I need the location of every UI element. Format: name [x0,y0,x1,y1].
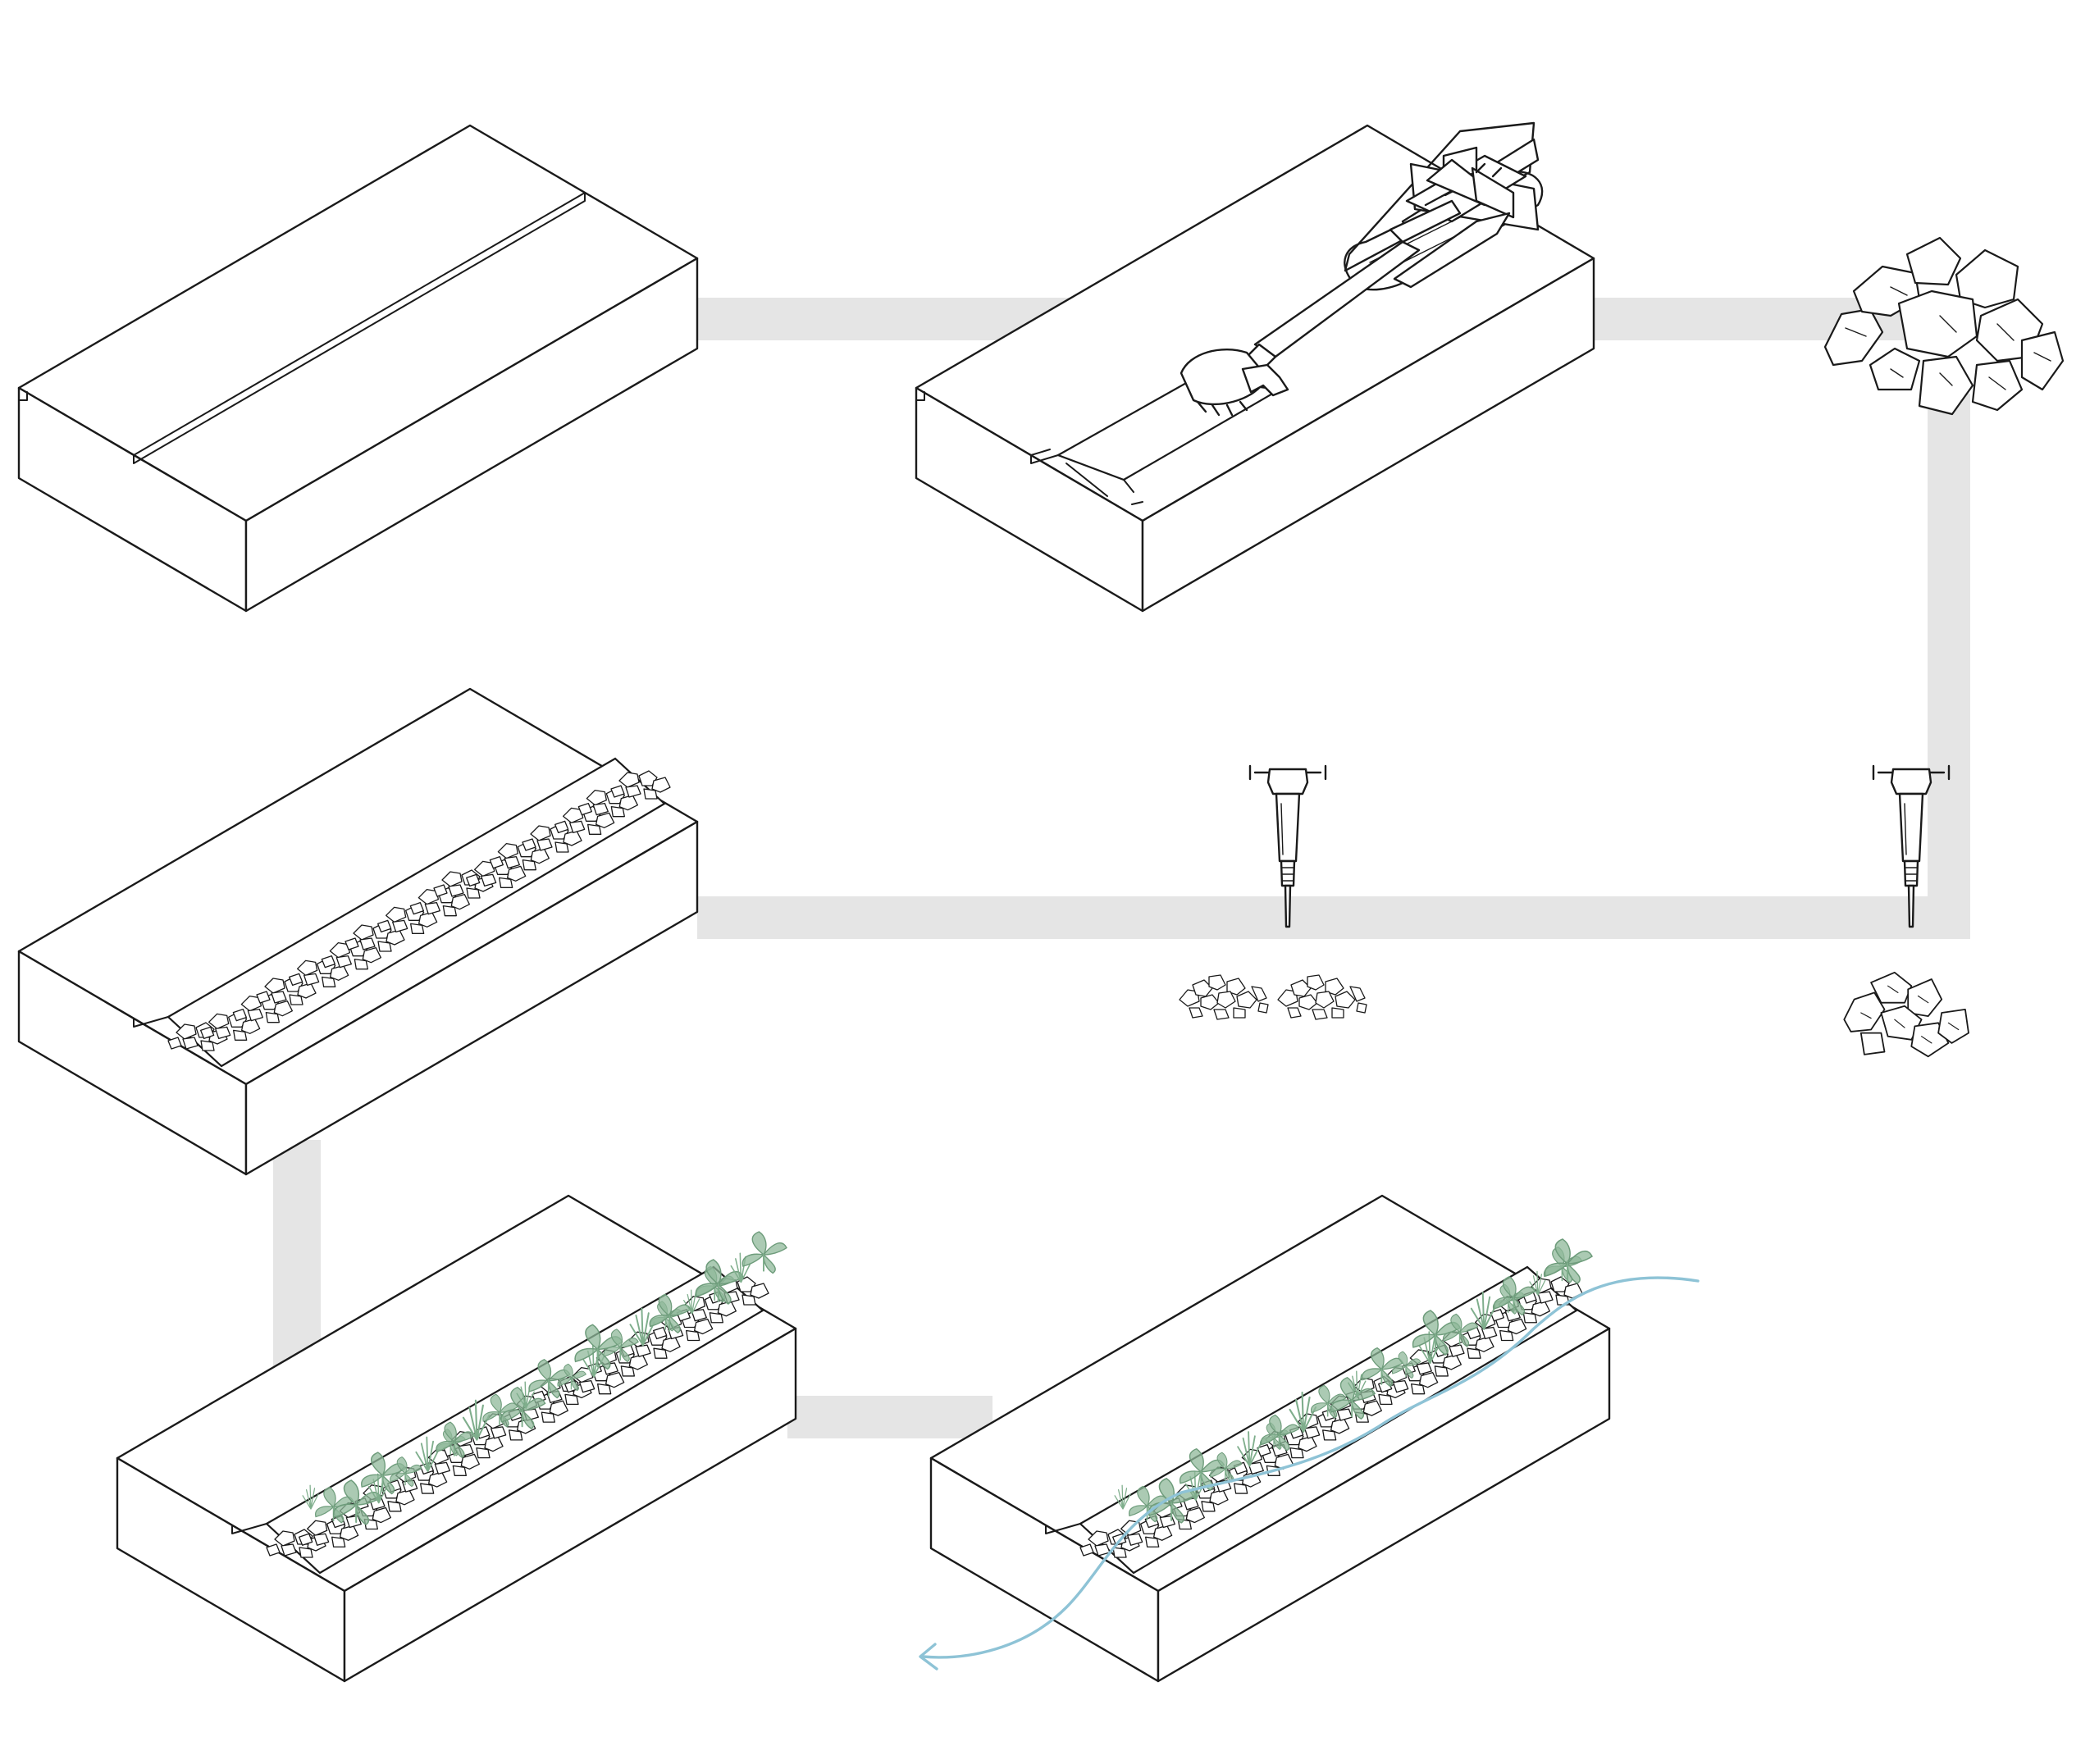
step-7-vegetated-trench [116,1194,797,1683]
step-6-gravel-trench [17,687,699,1176]
step-3-rock-pile [1823,236,2065,416]
water-flow-arrow-icon [921,1276,1700,1659]
gravel-pile-icon [1277,974,1367,1020]
connector-3-4 [1928,394,1970,939]
connector-7-8 [787,1396,992,1438]
gravel-pile-icon [1179,974,1269,1020]
step-8-swale-water [919,1194,1700,1683]
rock-pile-icon [1843,971,1969,1058]
rock-pile-icon [1823,236,2065,416]
excavator-icon [1180,121,1544,417]
connector-4-6 [697,896,1969,939]
step-1-flat-block [17,124,699,613]
step-5-jackhammer-gravel [1179,764,1367,1020]
step-2-excavation [915,121,1595,613]
connector-6-7 [273,1140,321,1378]
